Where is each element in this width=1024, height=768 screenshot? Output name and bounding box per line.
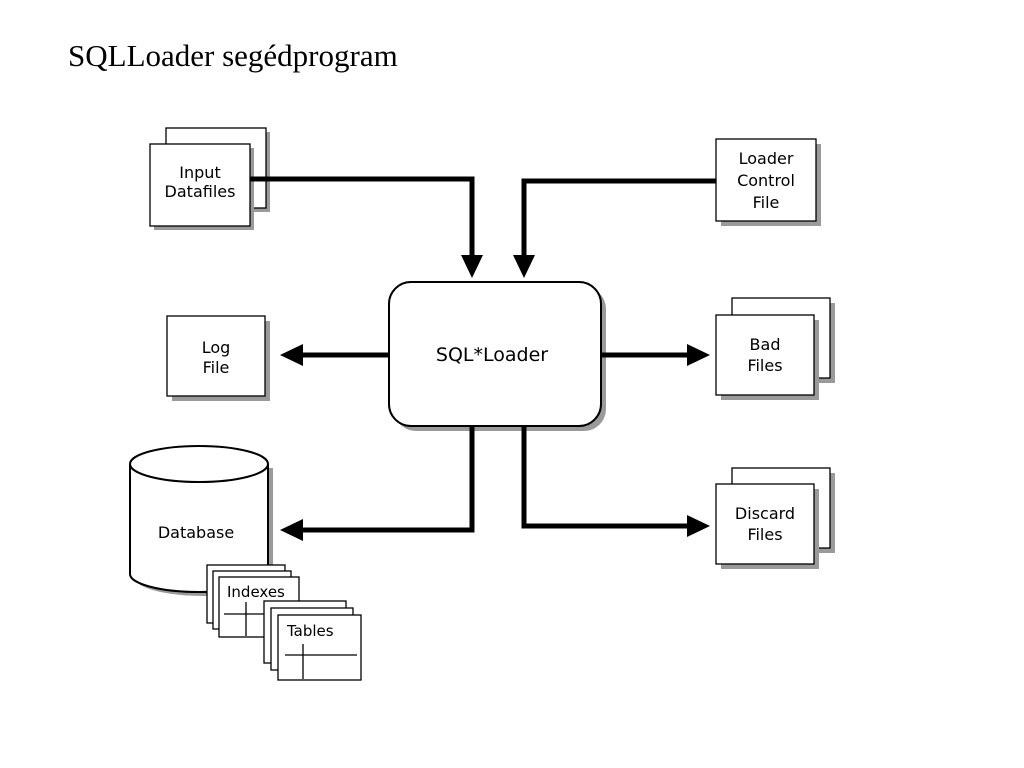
sqlloader-node: SQL*Loader xyxy=(388,281,606,431)
arrow-loader-to-discard xyxy=(521,426,710,537)
discard-label-line1: Discard xyxy=(735,504,795,523)
arrow-loader-to-database xyxy=(280,426,475,541)
control-label-line3: File xyxy=(753,193,780,212)
arrow-loader-to-bad xyxy=(601,344,710,366)
database-label: Database xyxy=(158,523,234,542)
control-label-line1: Loader xyxy=(739,149,794,168)
indexes-label: Indexes xyxy=(227,583,285,601)
discard-files-node: Discard Files xyxy=(715,467,835,569)
bad-label-line2: Files xyxy=(747,356,782,375)
control-label-line2: Control xyxy=(737,171,795,190)
slide-title: SQLLoader segédprogram xyxy=(68,38,398,73)
database-node: Database xyxy=(129,445,273,596)
discard-label-line2: Files xyxy=(747,525,782,544)
input-label-line2: Datafiles xyxy=(165,182,236,201)
sqlloader-label: SQL*Loader xyxy=(436,344,548,366)
bad-label-line1: Bad xyxy=(750,335,781,354)
input-datafiles-node: Input Datafiles xyxy=(149,127,270,230)
bad-files-node: Bad Files xyxy=(715,297,835,400)
tables-node: Tables xyxy=(263,600,362,681)
arrow-control-to-loader xyxy=(513,178,716,278)
input-label-line1: Input xyxy=(179,163,220,182)
tables-label: Tables xyxy=(286,622,334,640)
loader-control-file-node: Loader Control File xyxy=(715,138,821,226)
log-label-line2: File xyxy=(203,358,230,377)
arrow-loader-to-log xyxy=(280,344,389,366)
log-label-line1: Log xyxy=(202,338,231,357)
arrow-input-to-loader xyxy=(250,176,483,278)
log-file-node: Log File xyxy=(166,315,270,401)
